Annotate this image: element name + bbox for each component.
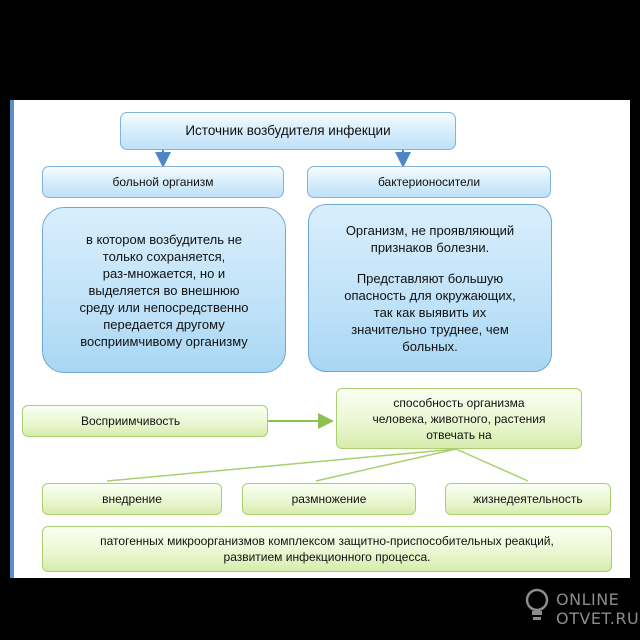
ability-box: способность организма человека, животног… — [336, 388, 582, 449]
reproduction-box: размножение — [242, 483, 416, 515]
invasion-box: внедрение — [42, 483, 222, 515]
invasion-label: внедрение — [102, 492, 162, 506]
watermark-line: ONLINE — [556, 590, 620, 609]
sick-desc-line: среду или непосредственно — [79, 299, 249, 315]
watermark: ONLINE OTVET.RU — [524, 584, 639, 628]
slide-left-edge — [10, 100, 14, 578]
carriers-desc-line: признаков болезни. — [370, 239, 490, 255]
carriers-box: бактерионосители — [307, 166, 551, 198]
susceptibility-box: Восприимчивость — [22, 405, 268, 437]
watermark-line: OTVET.RU — [556, 609, 640, 628]
infection-source-label: Источник возбудителя инфекции — [185, 123, 391, 138]
sick-organism-box: больной организм — [42, 166, 284, 198]
carriers-desc-line: так как выявить их — [373, 304, 487, 320]
carriers-desc-line: Организм, не проявляющий — [345, 222, 515, 238]
carriers-desc-line: больных. — [402, 338, 458, 354]
ability-line: человека, животного, растения — [372, 411, 546, 426]
carriers-label: бактерионосители — [377, 175, 481, 189]
carriers-desc-line: опасность для окружающих, — [344, 287, 516, 303]
carriers-desc-line: значительно труднее, чем — [351, 321, 509, 337]
sick-desc-line: в котором возбудитель не — [85, 231, 243, 247]
ability-line: отвечать на — [426, 427, 492, 442]
response-box: патогенных микроорганизмов комплексом за… — [42, 526, 612, 572]
sick-desc-line: только сохраняется, — [102, 248, 226, 264]
response-line: развитием инфекционного процесса. — [223, 550, 431, 564]
sick-desc-line: передается другому — [103, 316, 225, 332]
reproduction-label: размножение — [291, 492, 367, 506]
ability-line: способность организма — [393, 395, 525, 410]
sick-organism-description: в котором возбудитель не только сохраняе… — [42, 207, 286, 373]
sick-organism-label: больной организм — [112, 175, 214, 189]
vital-activity-box: жизнедеятельность — [445, 483, 611, 515]
carriers-description: Организм, не проявляющий признаков болез… — [308, 204, 552, 372]
infection-source-box: Источник возбудителя инфекции — [120, 112, 456, 150]
carriers-desc-line: Представляют большую — [356, 270, 504, 286]
susceptibility-label: Восприимчивость — [81, 414, 181, 428]
sick-desc-line: выделяется во внешнюю — [88, 282, 240, 298]
vital-activity-label: жизнедеятельность — [473, 492, 583, 506]
sick-desc-line: восприимчивому организму — [80, 333, 248, 349]
sick-desc-line: раз-множается, но и — [102, 265, 226, 281]
response-line: патогенных микроорганизмов комплексом за… — [100, 534, 554, 548]
lightbulb-icon — [525, 588, 549, 620]
